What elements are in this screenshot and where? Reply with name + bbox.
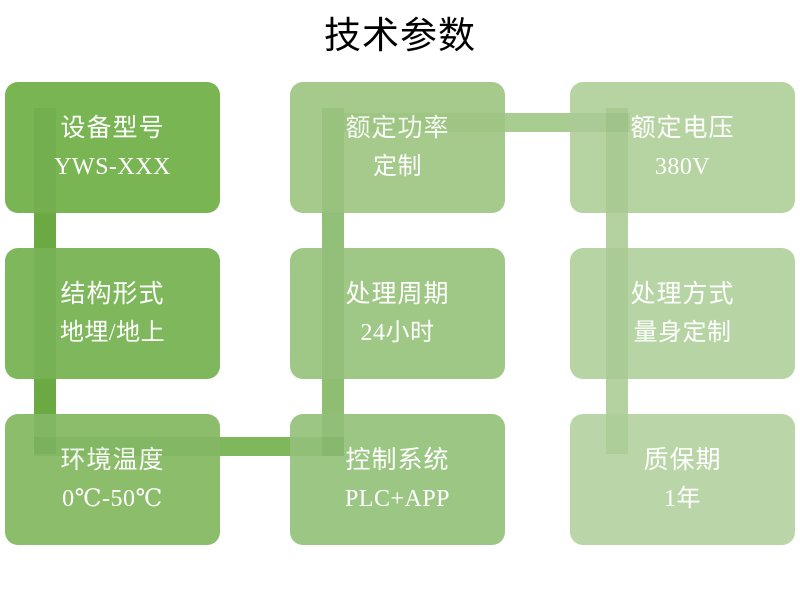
card-treatment-method[interactable]: 处理方式 量身定制	[570, 248, 795, 379]
card-structure-type-title: 结构形式	[60, 280, 165, 308]
card-rated-voltage-value: 380V	[654, 153, 711, 180]
card-warranty-period[interactable]: 质保期 1年	[570, 414, 795, 545]
card-rated-voltage[interactable]: 额定电压 380V	[570, 82, 795, 213]
card-warranty-period-value: 1年	[664, 485, 701, 512]
card-ambient-temperature-value: 0℃-50℃	[62, 485, 163, 512]
card-ambient-temperature[interactable]: 环境温度 0℃-50℃	[5, 414, 220, 545]
card-rated-voltage-title: 额定电压	[630, 114, 735, 142]
card-device-model-title: 设备型号	[60, 114, 165, 142]
card-control-system-value: PLC+APP	[344, 485, 451, 512]
card-treatment-method-value: 量身定制	[633, 319, 732, 346]
card-device-model[interactable]: 设备型号 YWS-XXX	[5, 82, 220, 213]
card-rated-power-title: 额定功率	[345, 114, 450, 142]
card-ambient-temperature-title: 环境温度	[60, 446, 165, 474]
card-rated-power[interactable]: 额定功率 定制	[290, 82, 505, 213]
card-control-system-title: 控制系统	[345, 446, 450, 474]
card-treatment-cycle[interactable]: 处理周期 24小时	[290, 248, 505, 379]
card-structure-type[interactable]: 结构形式 地埋/地上	[5, 248, 220, 379]
card-control-system[interactable]: 控制系统 PLC+APP	[290, 414, 505, 545]
card-structure-type-value: 地埋/地上	[59, 319, 166, 346]
card-treatment-method-title: 处理方式	[630, 280, 735, 308]
page-title: 技术参数	[324, 16, 476, 57]
card-treatment-cycle-value: 24小时	[360, 319, 435, 346]
card-treatment-cycle-title: 处理周期	[345, 280, 450, 308]
card-rated-power-value: 定制	[373, 153, 422, 180]
card-device-model-value: YWS-XXX	[54, 153, 171, 180]
card-warranty-period-title: 质保期	[643, 446, 722, 474]
